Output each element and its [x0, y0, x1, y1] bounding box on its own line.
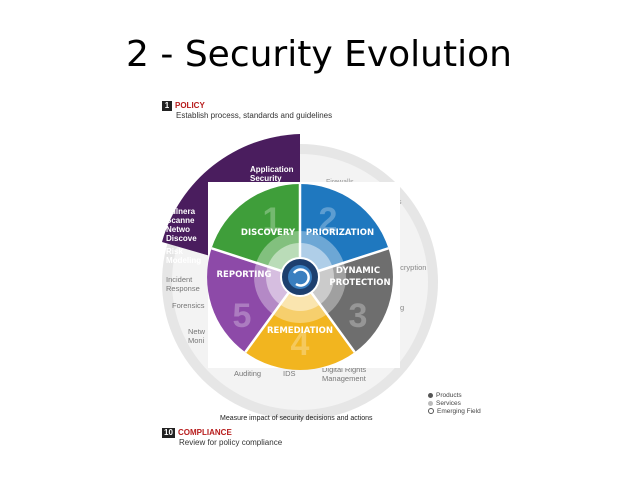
segment-number-1: 1: [263, 201, 282, 239]
segment-remediation: [245, 277, 355, 370]
segment-discovery: [211, 184, 300, 277]
label-priorization: PRIORIZATION: [306, 228, 374, 238]
label-forensics: Forensics: [172, 301, 205, 310]
label-discovery: DISCOVERY: [241, 228, 296, 238]
segment-number-2: 2: [319, 201, 338, 239]
hollow-dot-icon: [428, 408, 434, 415]
segment-dynamic-protection: [300, 248, 393, 353]
compliance-number: 10: [162, 428, 175, 438]
policy-number: 1: [162, 101, 172, 111]
slide-title: 2 - Security Evolution: [126, 34, 512, 75]
label-ids: IDS: [283, 369, 296, 378]
filled-dot-icon: [428, 392, 433, 398]
segment-number-5: 5: [233, 297, 252, 335]
segment-number-4: 4: [291, 325, 310, 363]
legend-item-services: Services: [428, 400, 481, 408]
legend-item-emerging: Emerging Field: [428, 408, 481, 416]
gray-dot-icon: [428, 400, 433, 406]
legend: Products Services Emerging Field: [428, 392, 481, 416]
label-protection: PROTECTION: [329, 278, 390, 288]
label-reporting: REPORTING: [216, 270, 271, 280]
policy-subtitle: Establish process, standards and guideli…: [176, 111, 333, 120]
segment-reporting: [207, 248, 300, 353]
label-auditing: Auditing: [234, 369, 261, 378]
compliance-subtitle: Review for policy compliance: [179, 438, 283, 447]
segment-number-3: 3: [349, 297, 368, 335]
legend-item-products: Products: [428, 392, 481, 400]
measure-text: Measure impact of security decisions and…: [220, 415, 373, 422]
label-dynamic: DYNAMIC: [336, 266, 380, 276]
label-remediation: REMEDIATION: [267, 326, 333, 336]
label-g: g: [400, 303, 404, 312]
compliance-title: COMPLIANCE: [178, 428, 232, 437]
segment-priorization: [300, 184, 389, 277]
policy-title: POLICY: [175, 101, 205, 110]
center-logo-swirl: [292, 268, 310, 287]
label-encryption: ncryption: [396, 263, 426, 272]
